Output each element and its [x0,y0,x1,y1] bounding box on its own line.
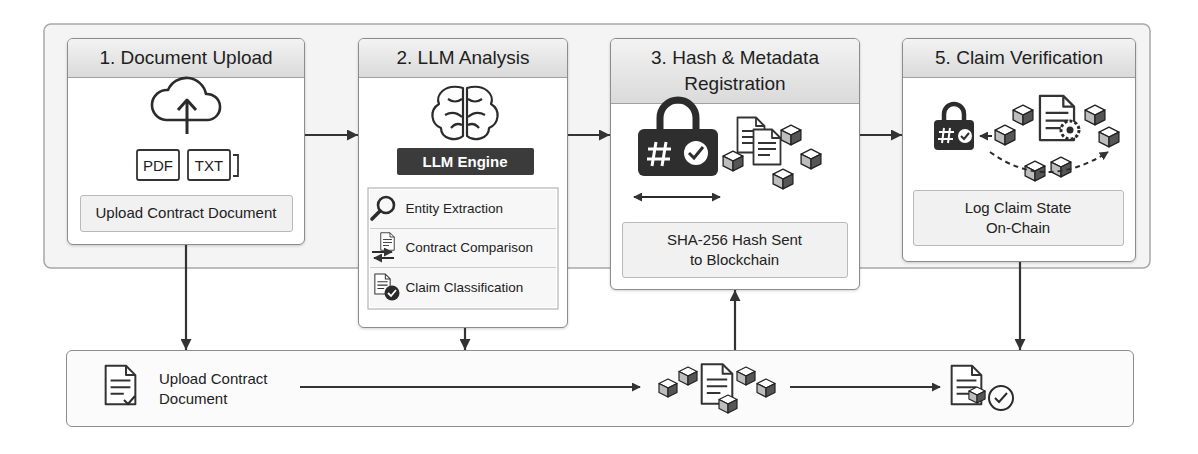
engine-label-box: LLM Engine [397,148,534,175]
storage-band: Upload Contract Document [66,350,1134,427]
flow-arrow [305,134,358,136]
process-box: 2. LLM AnalysisLLM EngineEntity Extracti… [358,38,568,328]
box-text: Claim Classification [406,280,524,295]
box-heading: 1. Document Upload [68,39,304,78]
flow-arrow [1019,262,1021,350]
flow-arrow [860,134,902,136]
box-heading: 5. Claim Verification [903,39,1135,78]
flow-arrow [568,134,610,136]
process-box: 5. Claim VerificationLog Claim State On-… [902,38,1136,262]
box-heading: 3. Hash & Metadata Registration [611,39,859,104]
step-detail-box: SHA-256 Hash Sent to Blockchain [622,222,848,278]
box-heading: 2. LLM Analysis [359,39,567,78]
feature-row: Contract Comparison [370,229,556,268]
flow-arrow [185,245,187,350]
feature-row: Claim Classification [370,268,556,307]
feature-panel [368,188,558,309]
process-box: 1. Document UploadUpload Contract Docume… [67,38,305,245]
box-text: Contract Comparison [406,240,534,255]
flow-arrow [734,290,736,350]
box-text: Entity Extraction [406,201,504,216]
flow-arrow [464,328,466,350]
box-text: SHA-256 Hash Sent to Blockchain [663,230,807,270]
step-detail-box: Log Claim State On-Chain [913,190,1124,246]
box-text: Upload Contract Document [96,203,277,223]
step-detail-box: Upload Contract Document [80,195,293,232]
box-text: Log Claim State On-Chain [959,198,1078,238]
outer-panel [44,24,1150,268]
feature-row: Entity Extraction [370,190,556,229]
process-box: 3. Hash & Metadata RegistrationSHA-256 H… [610,38,860,290]
box-text: LLM Engine [423,153,508,170]
box-text: Upload Contract Document [159,351,309,426]
